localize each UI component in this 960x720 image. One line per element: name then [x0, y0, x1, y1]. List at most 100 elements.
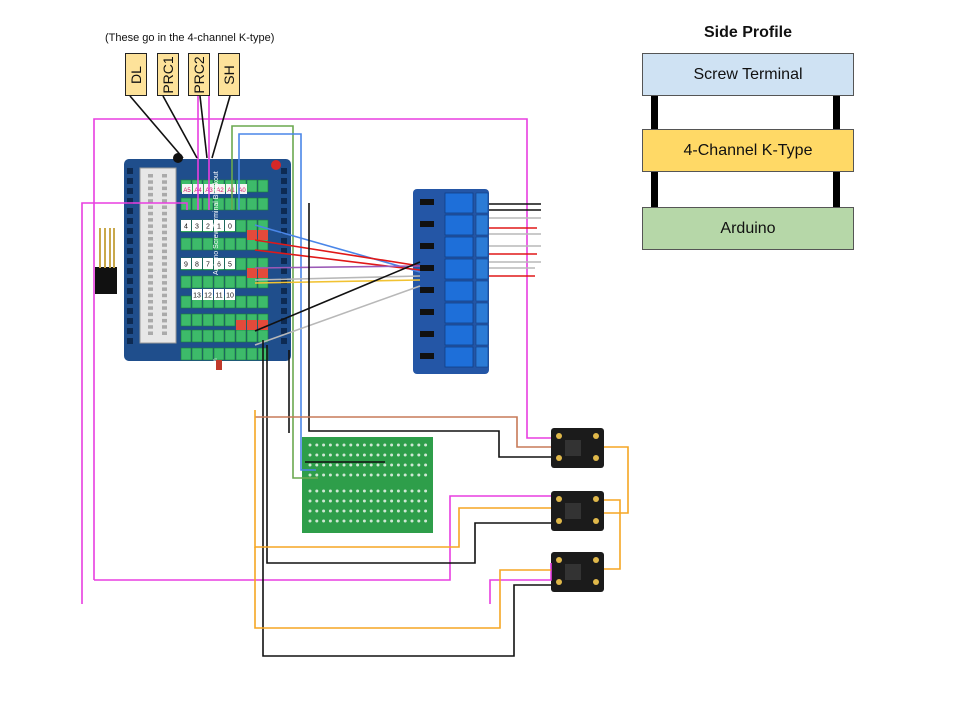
sensor-chip — [565, 440, 581, 456]
header-pin — [281, 318, 287, 324]
idc-pin — [148, 237, 153, 241]
proto-hole — [328, 489, 332, 493]
terminal-block — [180, 347, 192, 361]
proto-hole — [410, 489, 414, 493]
terminal-block — [235, 347, 247, 361]
terminal-block — [191, 237, 203, 251]
terminal-block — [246, 347, 258, 361]
proto-hole — [335, 499, 339, 503]
layer-k-type: 4-Channel K-Type — [642, 129, 854, 172]
terminal-block — [202, 313, 214, 327]
terminal-red — [247, 268, 257, 278]
terminal-red — [247, 230, 257, 240]
header-pin — [281, 188, 287, 194]
proto-hole — [417, 453, 421, 457]
proto-hole — [383, 463, 387, 467]
pin-number: 1 — [217, 224, 221, 231]
proto-hole — [362, 509, 366, 513]
idc-pin — [148, 230, 153, 235]
pin-plate — [203, 289, 213, 300]
sensor-pad — [556, 518, 562, 524]
header-pin — [127, 258, 133, 264]
proto-hole — [335, 509, 339, 513]
idc-pin — [148, 274, 153, 279]
proto-hole — [424, 463, 428, 467]
idc-pin — [148, 211, 153, 216]
proto-hole — [308, 519, 312, 523]
proto-hole — [369, 519, 373, 523]
standoff-post — [651, 172, 658, 207]
proto-hole — [349, 443, 353, 447]
proto-hole — [396, 509, 400, 513]
header-pin — [281, 178, 287, 184]
idc-pin — [148, 293, 153, 298]
idc-pin — [148, 268, 153, 272]
terminal-block — [246, 329, 258, 343]
idc-pin — [162, 274, 167, 279]
terminal-block — [213, 237, 225, 251]
proto-hole — [376, 473, 380, 477]
pin-label-prc1: PRC1 — [157, 53, 179, 96]
pin-number: 4 — [184, 224, 188, 231]
analog-label-plate — [215, 184, 225, 194]
terminal-block — [224, 237, 236, 251]
relay-driver — [420, 265, 434, 271]
wire-black — [262, 340, 551, 657]
pin-number: 8 — [195, 262, 199, 269]
relay — [444, 236, 474, 258]
proto-hole — [424, 453, 428, 457]
pin-plate — [225, 220, 235, 231]
proto-hole — [349, 519, 353, 523]
sensor-pad — [556, 496, 562, 502]
proto-hole — [322, 499, 326, 503]
idc-pin — [162, 192, 167, 197]
proto-hole — [376, 463, 380, 467]
idc-pin — [148, 306, 153, 310]
pin-plate — [181, 258, 191, 269]
proto-hole — [369, 509, 373, 513]
header-pin — [281, 258, 287, 264]
terminal-block — [235, 329, 247, 343]
proto-hole — [335, 443, 339, 447]
proto-hole — [369, 453, 373, 457]
sensor-pad — [593, 496, 599, 502]
terminal-red — [258, 268, 268, 278]
idc-pin — [162, 293, 167, 298]
proto-hole — [328, 463, 332, 467]
analog-label: A5 — [183, 188, 191, 194]
terminal-block — [191, 347, 203, 361]
terminal-red — [247, 320, 257, 330]
proto-hole — [308, 453, 312, 457]
relay-terminal — [475, 192, 489, 214]
pin-plate — [214, 289, 224, 300]
relay — [444, 346, 474, 368]
proto-hole — [390, 489, 394, 493]
proto-hole — [383, 519, 387, 523]
relay — [444, 302, 474, 324]
pin-number: 0 — [228, 224, 232, 231]
terminal-block — [213, 347, 225, 361]
terminal-block — [224, 275, 236, 289]
header-pin — [127, 228, 133, 234]
proto-hole — [356, 453, 360, 457]
proto-hole — [424, 519, 428, 523]
terminal-block — [235, 197, 247, 211]
proto-hole — [322, 473, 326, 477]
shield-left-header — [127, 168, 133, 344]
pin-label-dl: DL — [125, 53, 147, 96]
idc-pin — [148, 205, 153, 209]
idc-connector — [139, 167, 177, 344]
proto-hole — [342, 473, 346, 477]
proto-hole — [417, 519, 421, 523]
idc-pin — [148, 174, 153, 178]
idc-pin — [162, 312, 167, 317]
relay-driver — [420, 221, 434, 227]
pin-plate — [192, 258, 202, 269]
proto-hole — [396, 463, 400, 467]
header-pin — [281, 248, 287, 254]
sensor-chip — [565, 503, 581, 519]
idc-pin — [148, 318, 153, 323]
proto-hole — [390, 509, 394, 513]
wire-brown — [255, 416, 551, 448]
proto-hole — [356, 473, 360, 477]
